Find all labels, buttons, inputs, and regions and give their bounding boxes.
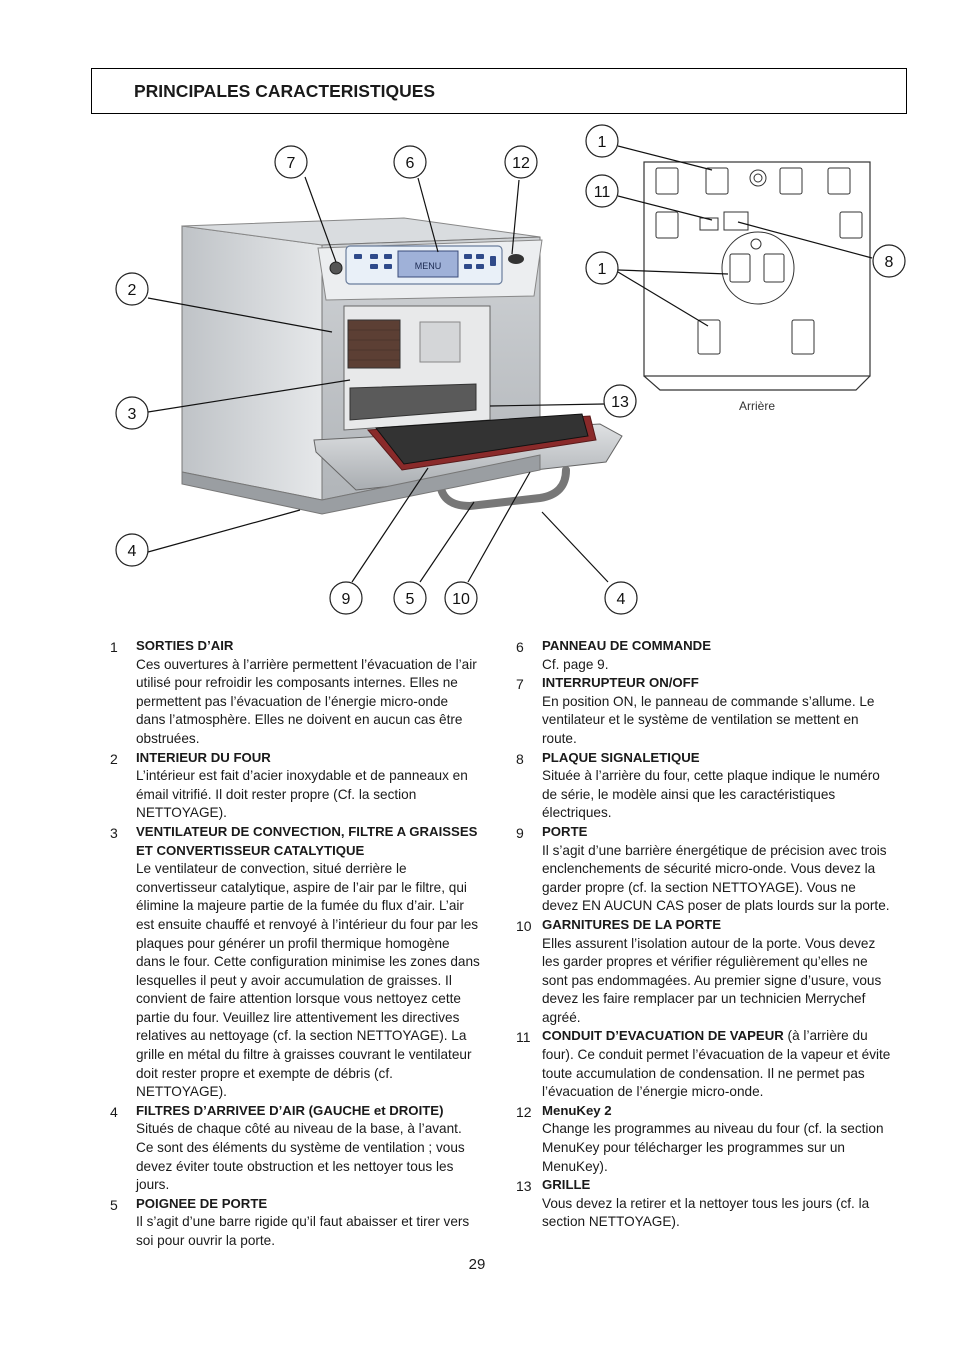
features-list-left: 1 SORTIES D’AIR Ces ouvertures à l’arrière…	[110, 637, 480, 1251]
feature-number: 1	[110, 639, 118, 655]
feature-number: 11	[516, 1029, 531, 1046]
feature-description: Le ventilateur de convection, situé derr…	[136, 861, 480, 1100]
callout-label: 9	[342, 591, 351, 608]
feature-number: 10	[516, 917, 532, 934]
menukey-slot-icon	[508, 254, 524, 264]
feature-item: 9 PORTE Il s’agit d’une barrière énergétiq…	[516, 823, 891, 916]
grease-filter	[347, 319, 401, 369]
grill-plate	[375, 413, 589, 465]
feature-number: 8	[516, 750, 524, 767]
callout-label: 10	[452, 591, 470, 608]
feature-item: 11 CONDUIT D’EVACUATION DE VAPEUR (à l’ar…	[516, 1027, 891, 1101]
feature-heading: PLAQUE SIGNALETIQUE	[542, 749, 700, 765]
feature-heading: INTERIEUR DU FOUR	[136, 749, 271, 765]
feature-number: 5	[110, 1196, 118, 1213]
callout-label: 6	[406, 155, 415, 172]
feature-description: Située à l’arrière du four, cette plaque…	[542, 768, 880, 821]
feature-number: 2	[110, 750, 118, 767]
feature-heading: SORTIES D’AIR	[136, 638, 234, 653]
oven-diagram: MENU	[115, 124, 906, 615]
section-title-box: PRINCIPALES CARACTERISTIQUES	[91, 68, 907, 114]
feature-description: Situés de chaque côté au niveau de la ba…	[136, 1121, 465, 1193]
oven-rear-illustration: Arrière	[643, 161, 871, 413]
callout-label: 2	[128, 282, 137, 299]
callout-label: 1	[598, 261, 607, 278]
steam-vent-icon	[749, 169, 767, 187]
feature-heading: GRILLE	[542, 1177, 591, 1193]
oven-front-illustration: MENU	[181, 217, 623, 515]
feature-item: 1 SORTIES D’AIR Ces ouvertures à l’arrière…	[110, 637, 480, 749]
feature-number: 12	[516, 1103, 532, 1120]
feature-heading: GARNITURES DE LA PORTE	[542, 916, 722, 932]
feature-heading: INTERRUPTEUR ON/OFF	[542, 675, 699, 691]
feature-heading: FILTRES D’ARRIVEE D’AIR (GAUCHE et DROIT…	[136, 1102, 444, 1118]
display-label: MENU	[415, 261, 442, 271]
callout-label: 13	[611, 394, 629, 411]
feature-item: 5 POIGNEE DE PORTE Il s’agit d’une barre r…	[110, 1195, 480, 1251]
cavity-rack	[349, 383, 477, 421]
feature-heading: POIGNEE DE PORTE	[136, 1195, 268, 1211]
feature-item: 6 PANNEAU DE COMMANDE Cf. page 9.	[516, 637, 891, 674]
section-title: PRINCIPALES CARACTERISTIQUES	[134, 81, 436, 101]
feature-number: 6	[516, 639, 524, 655]
feature-heading: PANNEAU DE COMMANDE	[542, 638, 711, 653]
callout-label: 4	[617, 591, 626, 608]
feature-description: Ces ouvertures à l’arrière permettent l’…	[136, 656, 477, 746]
feature-item: 13 GRILLE Vous devez la retirer et la nett…	[516, 1176, 891, 1232]
feature-number: 4	[110, 1103, 118, 1120]
feature-description: Cf. page 9.	[542, 656, 609, 672]
feature-number: 7	[516, 676, 524, 693]
feature-item: 8 PLAQUE SIGNALETIQUE Située à l’arrière d…	[516, 749, 891, 823]
page-number: 29	[468, 1256, 486, 1273]
feature-description: Change les programmes au niveau du four …	[542, 1121, 884, 1174]
features-list-right: 6 PANNEAU DE COMMANDE Cf. page 9. 7 INTERRUP…	[516, 637, 891, 1232]
feature-item: 3 VENTILATEUR DE CONVECTION, FILTRE A GRA…	[110, 823, 480, 1102]
feature-description: L’intérieur est fait d’acier inoxydable …	[136, 768, 468, 821]
on-off-switch-icon	[329, 261, 343, 275]
rear-label: Arrière	[739, 399, 775, 413]
feature-description: Elles assurent l’isolation autour de la …	[542, 935, 882, 1025]
feature-item: 7 INTERRUPTEUR ON/OFF En position ON, le p…	[516, 674, 891, 748]
feature-heading: MenuKey 2	[542, 1102, 612, 1118]
feature-description: En position ON, le panneau de commande s…	[542, 693, 875, 746]
feature-number: 3	[110, 824, 118, 841]
feature-heading: CONDUIT D’EVACUATION DE VAPEUR	[542, 1028, 784, 1044]
feature-heading: VENTILATEUR DE CONVECTION, FILTRE A GRAI…	[136, 823, 478, 858]
feature-description: Vous devez la retirer et la nettoyer tou…	[542, 1195, 870, 1230]
feature-item: 4 FILTRES D’ARRIVEE D’AIR (GAUCHE et DROI…	[110, 1102, 480, 1195]
feature-item: 10 GARNITURES DE LA PORTE Elles assurent l…	[516, 916, 891, 1028]
callout-label: 4	[128, 543, 137, 560]
feature-number: 13	[516, 1178, 532, 1195]
door-handle	[436, 466, 570, 511]
feature-item: 2 INTERIEUR DU FOUR L’intérieur est fait d…	[110, 749, 480, 823]
callout-label: 12	[512, 155, 530, 172]
feature-inline-text: (à l’arrière du four). Ce conduit permet…	[542, 1028, 891, 1100]
feature-number: 9	[516, 824, 524, 841]
feature-item: 12 MenuKey 2 Change les programmes au nive…	[516, 1102, 891, 1176]
callout-label: 3	[128, 406, 137, 423]
callout-label: 7	[287, 155, 296, 172]
callout-label: 8	[885, 254, 894, 271]
callout-label: 1	[598, 134, 607, 151]
feature-description: Il s’agit d’une barre rigide qu’il faut …	[136, 1214, 470, 1248]
control-panel: MENU	[345, 245, 503, 285]
callout-label: 11	[594, 184, 611, 201]
feature-heading: PORTE	[542, 823, 588, 839]
feature-description: Il s’agit d’une barrière énergétique de …	[542, 842, 890, 914]
callout-label: 5	[406, 591, 415, 608]
